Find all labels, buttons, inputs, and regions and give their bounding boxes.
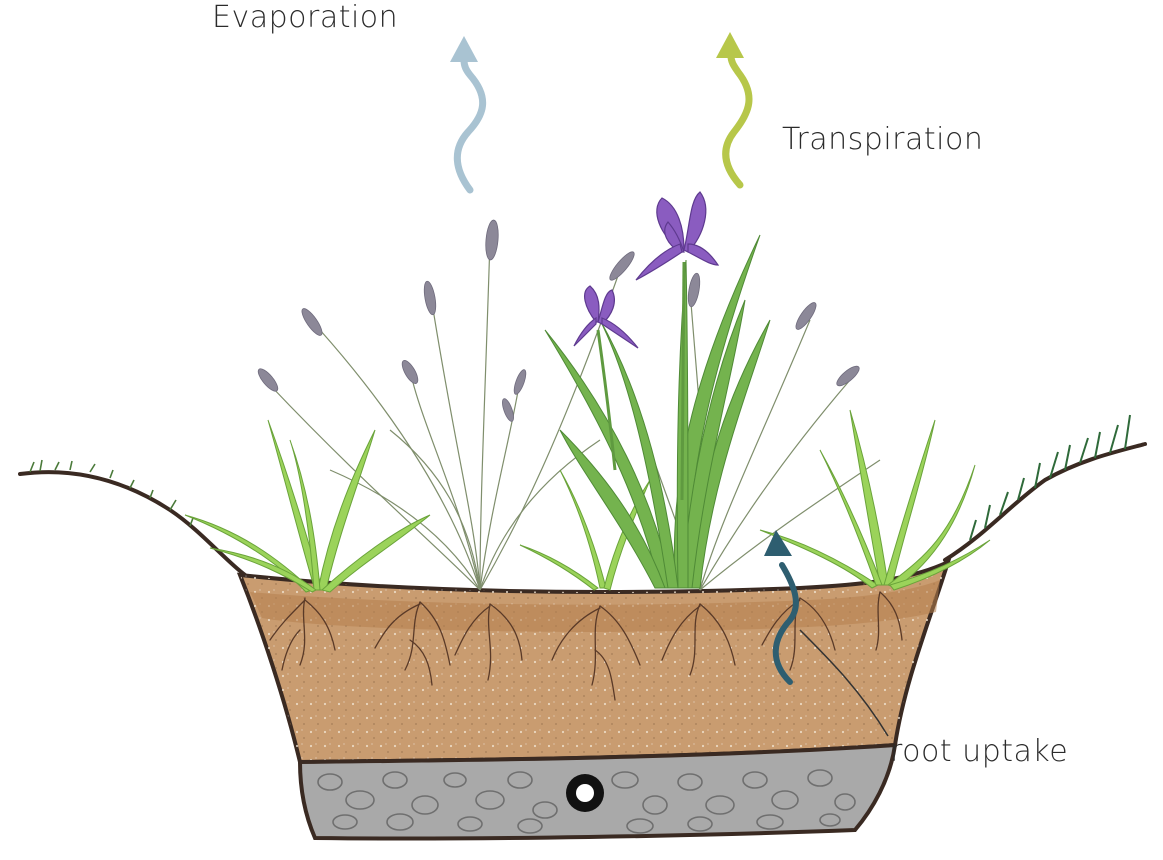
underdrain-pipe — [566, 774, 604, 812]
grass-clump-left — [185, 420, 430, 592]
soil-texture — [240, 562, 948, 762]
evaporation-label: Evaporation — [212, 0, 398, 35]
iris-leaves — [545, 235, 770, 588]
grass-seed-heads — [255, 220, 862, 423]
ornamental-grass — [270, 240, 880, 590]
transpiration-arrow — [716, 32, 749, 185]
iris-flower-large — [636, 192, 718, 280]
iris-flower-small — [574, 286, 638, 348]
grass-clump-right — [760, 410, 990, 590]
transpiration-label: Transpiration — [782, 122, 983, 157]
evaporation-arrow — [450, 36, 483, 190]
root-uptake-label: root uptake — [890, 734, 1068, 769]
turf-left — [30, 460, 193, 526]
ground-surface-right — [945, 444, 1145, 560]
